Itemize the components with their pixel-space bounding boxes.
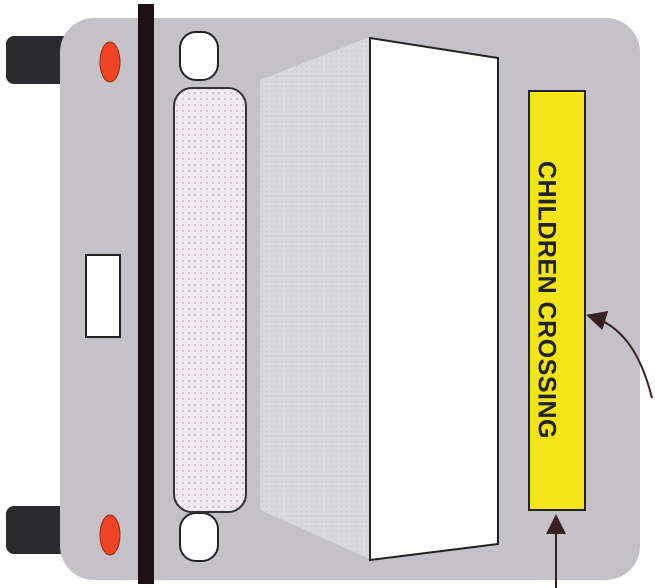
tail-light-top bbox=[99, 41, 121, 83]
children-crossing-sign bbox=[528, 90, 586, 511]
sign-text: CHILDREN CROSSING bbox=[532, 161, 560, 439]
license-plate bbox=[85, 254, 121, 338]
emergency-door-window bbox=[369, 36, 499, 562]
rear-bumper bbox=[138, 4, 154, 584]
door-panel-shadow bbox=[260, 36, 372, 560]
wheel-bottom bbox=[6, 506, 72, 554]
reflector-top bbox=[179, 31, 219, 81]
reflector-bottom bbox=[179, 512, 219, 562]
rear-light-panel bbox=[173, 87, 247, 513]
callout-arrow-upper bbox=[586, 311, 653, 399]
tail-light-bottom bbox=[99, 514, 121, 556]
wheel-top bbox=[6, 36, 72, 84]
